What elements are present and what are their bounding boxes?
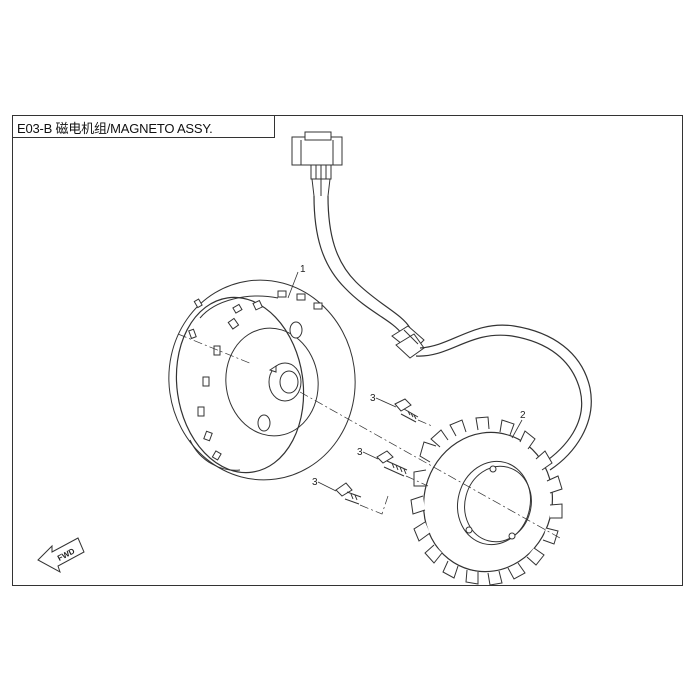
connector-harness — [291, 131, 592, 471]
title-box — [12, 115, 275, 138]
callout-3-low: 3 — [312, 477, 318, 488]
bolt-low — [335, 482, 362, 505]
fwd-arrow: FWD — [37, 537, 85, 574]
callout-3-top: 3 — [370, 393, 376, 404]
callout-2: 2 — [520, 410, 526, 421]
flywheel-rotor — [168, 279, 356, 481]
bolt-mid — [376, 450, 408, 477]
connector-plug — [291, 131, 343, 197]
centre-lines — [177, 333, 561, 539]
callout-1: 1 — [300, 264, 306, 275]
leader-lines — [287, 271, 523, 492]
rim-magnet-slots — [188, 290, 323, 461]
stator-coil — [410, 416, 563, 586]
stator-teeth — [410, 416, 563, 586]
bolt-top — [394, 398, 419, 423]
wire-grommet — [391, 325, 425, 359]
callout-3-mid: 3 — [357, 447, 363, 458]
page-title: E03-B 磁电机组/MAGNETO ASSY. — [17, 121, 213, 136]
diagram-frame — [12, 115, 683, 586]
